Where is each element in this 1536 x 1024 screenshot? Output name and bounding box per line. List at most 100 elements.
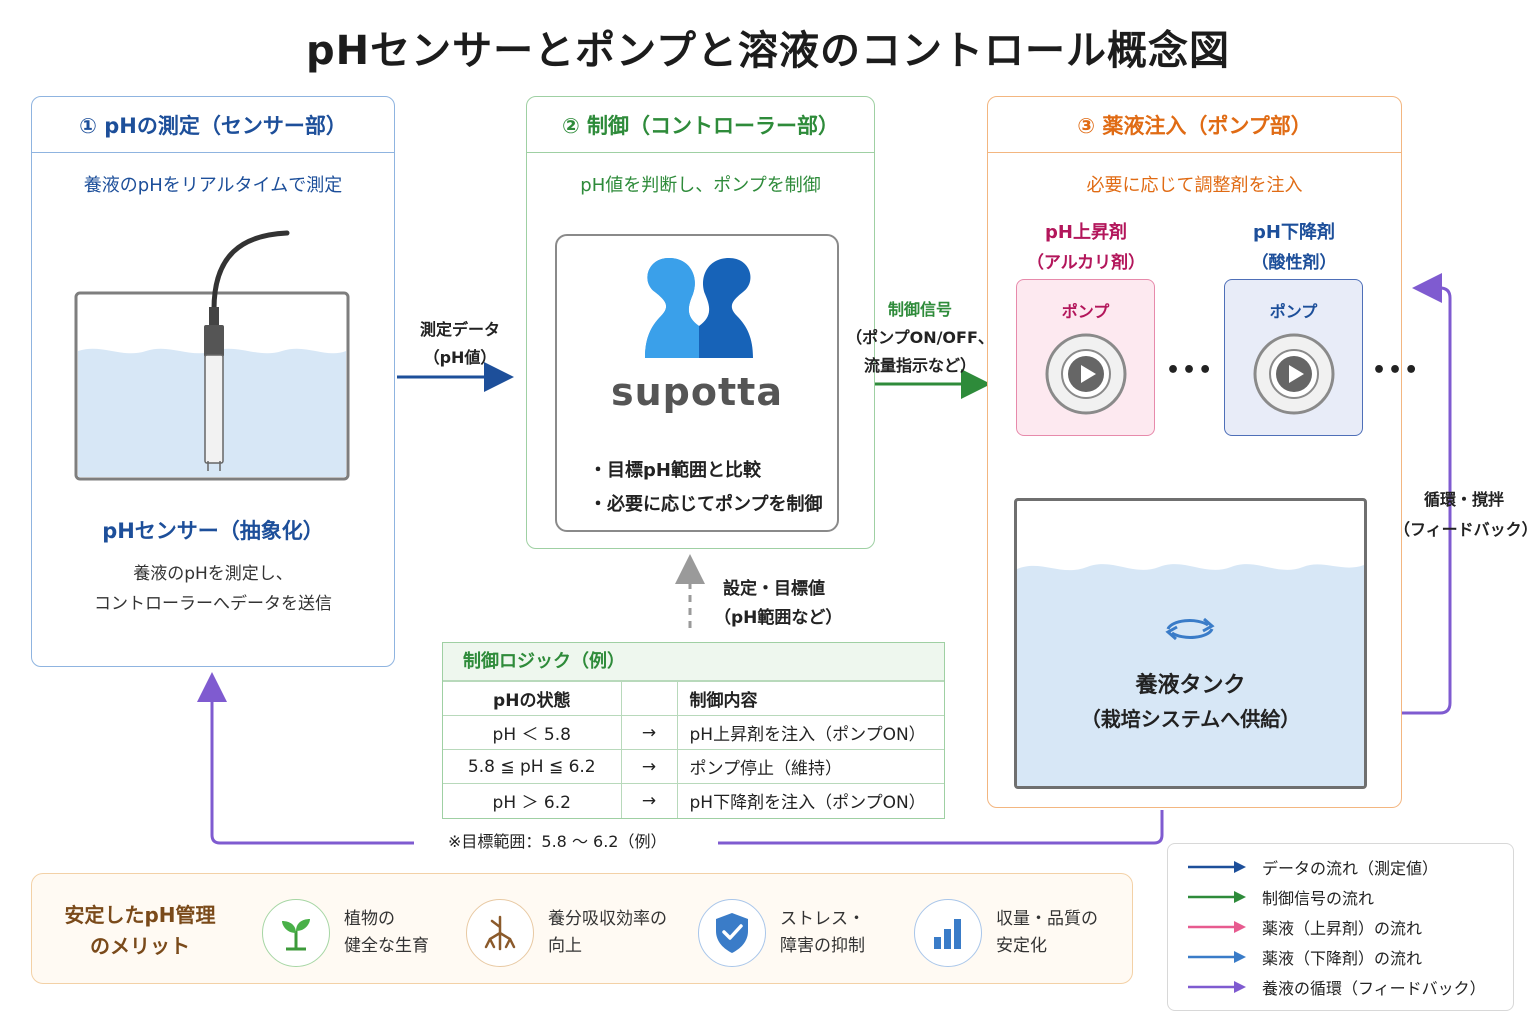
- control-signal-label-line1: 制御信号: [887, 300, 952, 319]
- legend-item: データの流れ（測定値）: [1186, 855, 1438, 879]
- legend: データの流れ（測定値） 制御信号の流れ 薬液（上昇剤）の流れ 薬液（下降剤）の流…: [1167, 843, 1514, 1011]
- controller-panel-header: ② 制御（コントローラー部）: [527, 97, 874, 153]
- control-signal-label: 制御信号 （ポンプON/OFF、 流量指示など）: [840, 296, 1000, 376]
- logic-row: pH ＜ 5.8 → pH上昇剤を注入（ポンプON）: [443, 715, 944, 750]
- merit-item: ストレス・ 障害の抑制: [698, 899, 865, 967]
- bar-chart-icon: [914, 899, 982, 967]
- merit-line1: 養分吸収効率の: [548, 909, 667, 929]
- feedback-arrow-right: [718, 810, 1164, 845]
- circulation-arrow: [1383, 273, 1452, 715]
- play-icon: [1253, 333, 1335, 415]
- legend-arrow-icon: [1188, 891, 1246, 903]
- controller-bullet-1: ・目標pH範囲と比較: [589, 460, 761, 481]
- merit-line2: 安定化: [996, 936, 1047, 956]
- control-logic-table: 制御ロジック（例） pHの状態 制御内容 pH ＜ 5.8 → pH上昇剤を注入…: [442, 642, 945, 819]
- feedback-arrow-left: [197, 672, 414, 845]
- logic-title: 制御ロジック（例）: [443, 643, 944, 681]
- lower-agent-title: pH下降剤 （酸性剤）: [1224, 218, 1364, 273]
- circulation-label: 循環・撹拌 （フィードバック）: [1394, 486, 1536, 540]
- merits-panel: 安定したpH管理 のメリット 植物の 健全な生育 養分吸収効率の 向上: [31, 873, 1133, 984]
- logic-action: pH上昇剤を注入（ポンプON）: [676, 715, 944, 750]
- circulation-icon: [1165, 617, 1215, 641]
- legend-label: 制御信号の流れ: [1262, 889, 1375, 908]
- sensor-illustration: [74, 230, 350, 481]
- circulation-label-line1: 循環・撹拌: [1423, 490, 1504, 509]
- logic-state: 5.8 ≦ pH ≦ 6.2: [443, 749, 622, 784]
- lower-pump-label: ポンプ: [1269, 302, 1318, 321]
- sensor-name: pHセンサー（抽象化）: [102, 519, 324, 543]
- logic-note: ※目標範囲：5.8 〜 6.2（例）: [448, 832, 667, 851]
- merits-title: 安定したpH管理 のメリット: [52, 900, 228, 962]
- pump-ellipsis-1: •••: [1166, 358, 1215, 383]
- controller-box: supotta ・目標pH範囲と比較 ・必要に応じてポンプを制御: [555, 234, 839, 532]
- setting-label-line2: （pH範囲など）: [714, 608, 843, 628]
- legend-item: 薬液（上昇剤）の流れ: [1186, 915, 1422, 939]
- logic-row: pH ＞ 6.2 → pH下降剤を注入（ポンプON）: [443, 783, 944, 818]
- controller-bullet-2: ・必要に応じてポンプを制御: [589, 494, 823, 515]
- page-title: pHセンサーとポンプと溶液のコントロール概念図: [306, 28, 1230, 74]
- controller-subtitle: pH値を判断し、ポンプを制御: [580, 175, 821, 196]
- sensor-panel-header: ① pHの測定（センサー部）: [32, 97, 394, 153]
- merit-item: 養分吸収効率の 向上: [466, 899, 667, 967]
- pump-ellipsis-2: •••: [1372, 358, 1421, 383]
- merit-line2: 向上: [548, 936, 582, 956]
- merit-line2: 障害の抑制: [780, 936, 865, 956]
- setting-label-line1: 設定・目標値: [723, 579, 825, 599]
- legend-label: 養液の循環（フィードバック）: [1262, 979, 1486, 998]
- play-icon: [1045, 333, 1127, 415]
- merit-line2: 健全な生育: [344, 936, 429, 956]
- merit-item: 植物の 健全な生育: [262, 899, 429, 967]
- sensor-subtitle: 養液のpHをリアルタイムで測定: [83, 175, 343, 196]
- lower-agent-sub: （酸性剤）: [1251, 253, 1337, 273]
- logic-action: pH下降剤を注入（ポンプON）: [676, 783, 944, 818]
- raise-agent-sub: （アルカリ剤）: [1026, 253, 1146, 273]
- data-flow-label-line2: （pH値）: [423, 348, 497, 367]
- raise-pump-label: ポンプ: [1061, 302, 1110, 321]
- sprout-icon: [262, 899, 330, 967]
- sensor-desc-line2: コントローラーへデータを送信: [94, 594, 332, 614]
- merit-line1: 収量・品質の: [996, 909, 1098, 929]
- logic-arrow: →: [620, 715, 678, 750]
- roots-icon: [466, 899, 534, 967]
- raise-agent-title: pH上昇剤 （アルカリ剤）: [1016, 218, 1156, 273]
- sensor-panel: ① pHの測定（センサー部） 養液のpHをリアルタイムで測定 pHセンサー（抽象…: [31, 96, 395, 667]
- control-signal-label-line3: 流量指示など）: [863, 356, 976, 375]
- logic-row: 5.8 ≦ pH ≦ 6.2 → ポンプ停止（維持）: [443, 749, 944, 784]
- legend-label: 薬液（上昇剤）の流れ: [1262, 919, 1423, 938]
- control-signal-label-line2: （ポンプON/OFF、: [846, 328, 994, 347]
- raise-pump[interactable]: ポンプ: [1016, 279, 1155, 436]
- tank-subtitle: （栽培システムへ供給）: [1080, 707, 1301, 731]
- logic-action: ポンプ停止（維持）: [676, 749, 944, 784]
- circulation-label-line2: （フィードバック）: [1394, 520, 1536, 539]
- legend-arrow-icon: [1188, 981, 1246, 993]
- legend-arrow-icon: [1188, 921, 1246, 933]
- legend-arrow-icon: [1188, 861, 1246, 873]
- raise-agent-name: pH上昇剤: [1045, 222, 1127, 243]
- logic-col-action: 制御内容: [676, 681, 944, 716]
- pump-panel-header: ③ 薬液注入（ポンプ部）: [988, 97, 1401, 153]
- legend-arrow-icon: [1188, 951, 1246, 963]
- merit-line1: ストレス・: [780, 909, 865, 929]
- lower-agent-name: pH下降剤: [1253, 222, 1335, 243]
- brand-name: supotta: [611, 370, 783, 414]
- merit-item: 収量・品質の 安定化: [914, 899, 1098, 967]
- tank-title: 養液タンク: [1135, 673, 1246, 698]
- logic-state: pH ＜ 5.8: [443, 715, 622, 750]
- logic-arrow: →: [620, 749, 678, 784]
- legend-label: 薬液（下降剤）の流れ: [1262, 949, 1423, 968]
- legend-item: 制御信号の流れ: [1186, 885, 1374, 909]
- sensor-desc-line1: 養液のpHを測定し、: [133, 564, 293, 584]
- tank-water: [1017, 564, 1364, 786]
- pump-subtitle: 必要に応じて調整剤を注入: [1086, 175, 1303, 196]
- shield-check-icon: [698, 899, 766, 967]
- logic-col-state: pHの状態: [443, 681, 622, 716]
- data-flow-label-line1: 測定データ: [419, 320, 500, 339]
- lower-pump[interactable]: ポンプ: [1224, 279, 1363, 436]
- merit-line1: 植物の: [344, 909, 395, 929]
- data-flow-label: 測定データ （pH値）: [400, 316, 520, 368]
- merits-title-line2: のメリット: [90, 934, 190, 958]
- logic-arrow: →: [620, 783, 678, 818]
- setting-label: 設定・目標値 （pH範囲など）: [714, 574, 843, 628]
- merits-title-line1: 安定したpH管理: [64, 903, 216, 927]
- legend-label: データの流れ（測定値）: [1262, 859, 1439, 878]
